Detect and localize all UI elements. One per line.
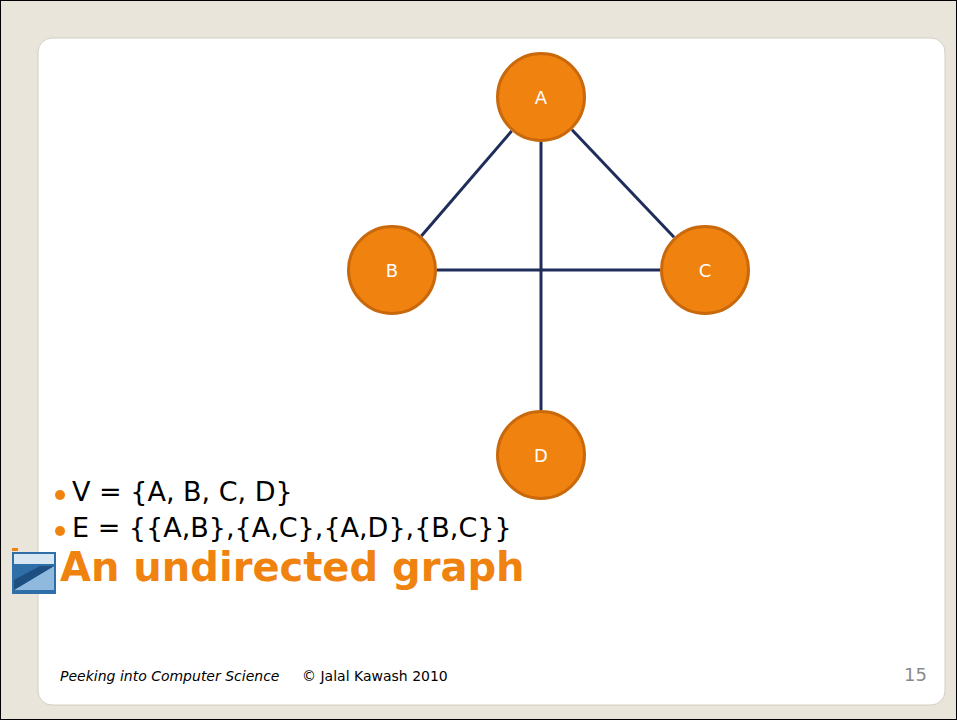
footer-copyright: © Jalal Kawash 2010 — [302, 668, 448, 684]
vertex-label: C — [699, 260, 712, 281]
graph-edge — [421, 131, 511, 236]
vertex-label: A — [535, 87, 547, 108]
footer-course: Peeking into Computer Science — [60, 668, 279, 684]
graph-edge — [572, 130, 674, 238]
graph-vertex: C — [660, 225, 750, 315]
slide-number: 15 — [904, 664, 927, 685]
graph-edge — [540, 142, 543, 410]
set-vertices: V = {A, B, C, D} — [72, 476, 293, 507]
vertex-label: D — [534, 445, 548, 466]
graph-vertex: B — [347, 225, 437, 315]
vertex-label: B — [386, 260, 398, 281]
slide-title: An undirected graph — [60, 544, 525, 590]
graph-edge — [437, 269, 660, 272]
graph-vertex: D — [496, 410, 586, 500]
graph-vertex: A — [496, 52, 586, 142]
set-edges: E = {{A,B},{A,C},{A,D},{B,C}} — [72, 512, 512, 543]
